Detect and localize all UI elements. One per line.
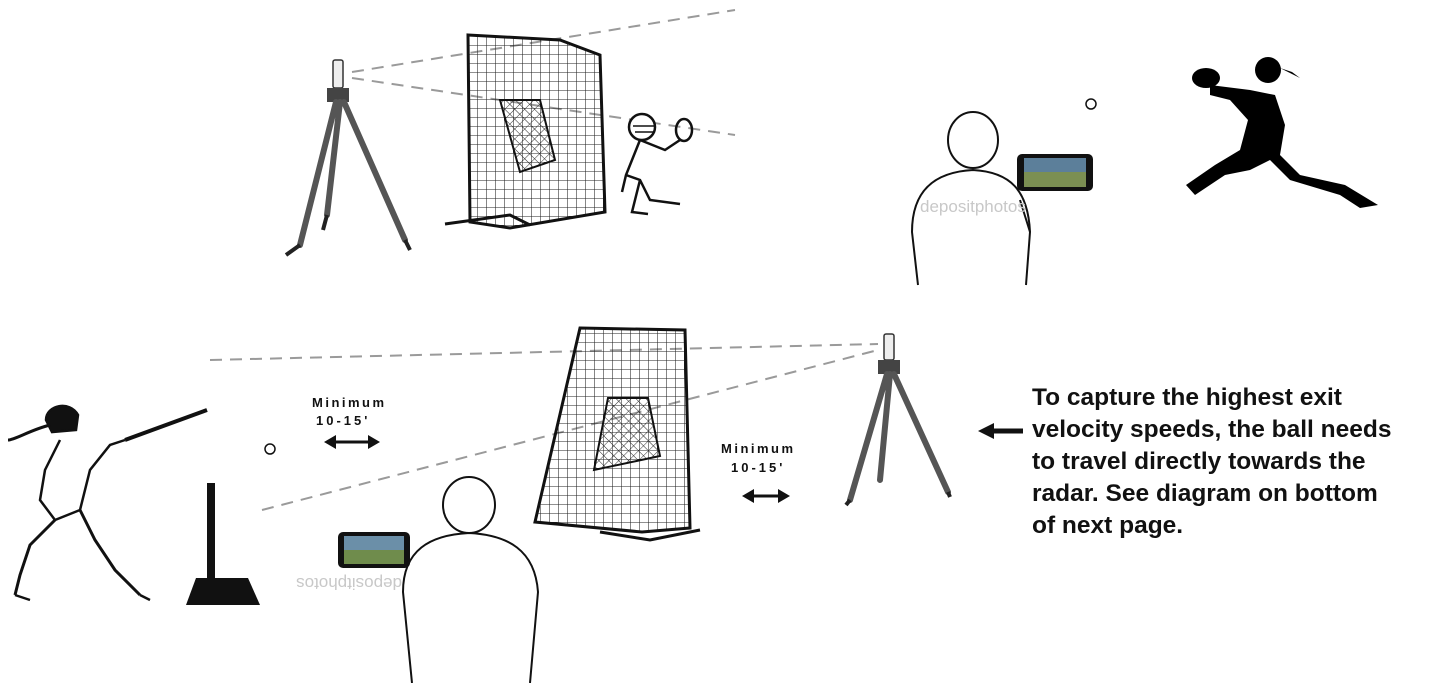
note-line: velocity speeds, the ball needs (1032, 414, 1432, 446)
tripod-radar-icon (846, 334, 950, 505)
note-line: of next page. (1032, 510, 1432, 542)
batter-icon (8, 406, 207, 600)
person-with-phone-icon: depositphotos (912, 112, 1093, 285)
sight-line-long (210, 344, 878, 360)
phone-icon (338, 532, 410, 568)
batting-tee-icon (186, 483, 260, 605)
pitcher-silhouette-icon (1186, 57, 1378, 208)
note-line: To capture the highest exit (1032, 382, 1432, 414)
note-line: to travel directly towards the (1032, 446, 1432, 478)
top-section: depositphotos (286, 10, 1378, 285)
ball-icon (1086, 99, 1096, 109)
double-arrow-icon (324, 435, 380, 449)
tripod-radar-icon (286, 60, 410, 255)
left-arrow-icon (978, 423, 1023, 439)
phone-icon (1017, 154, 1093, 191)
double-arrow-icon (742, 489, 790, 503)
note-line: radar. See diagram on bottom (1032, 478, 1432, 510)
instruction-note: To capture the highest exit velocity spe… (1032, 382, 1432, 542)
distance-label-left: 10-15' (316, 413, 370, 428)
watermark-top: depositphotos (920, 197, 1026, 216)
catcher-icon (622, 114, 692, 214)
ball-icon (265, 444, 275, 454)
watermark-bottom: depositphotos (296, 574, 402, 593)
minimum-label-right: Minimum (721, 441, 796, 456)
bottom-section: depositphotos (8, 328, 1023, 683)
pitching-net-icon (445, 35, 605, 228)
person-with-phone-icon: depositphotos (296, 477, 538, 683)
pitching-net-icon (535, 328, 700, 540)
minimum-label-left: Minimum (312, 395, 387, 410)
distance-label-right: 10-15' (731, 460, 785, 475)
